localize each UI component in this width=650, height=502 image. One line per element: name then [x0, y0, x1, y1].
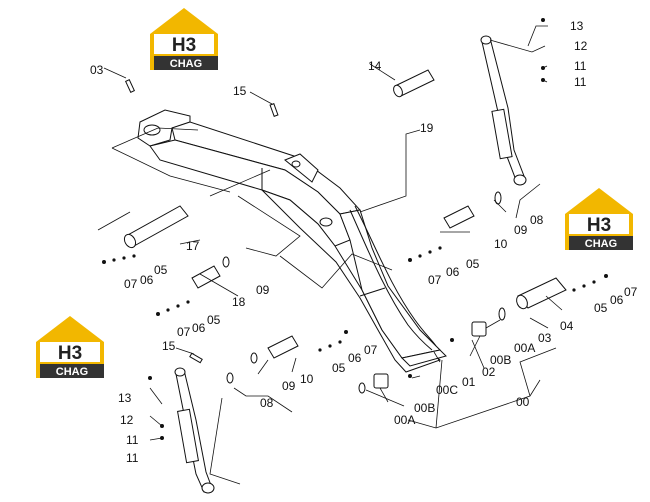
logo-right-name: CHAG [585, 238, 617, 250]
logo-right: H3 CHAG [565, 188, 633, 250]
label-19: 19 [420, 121, 434, 135]
label-05-left-a: 05 [154, 263, 168, 277]
label-15-bottom: 15 [162, 339, 176, 353]
logo-right-mark: H3 [587, 215, 611, 236]
label-08-bottom: 08 [260, 396, 274, 410]
label-00A-right: 00A [514, 341, 535, 355]
logo-left: H3 CHAG [36, 316, 104, 378]
label-05-bottom: 05 [332, 361, 346, 375]
label-00B-bottom: 00B [414, 401, 435, 415]
label-07-right: 07 [428, 273, 442, 287]
logo-top-mark: H3 [172, 35, 196, 56]
label-05-far-right: 05 [594, 301, 608, 315]
label-12-right: 12 [574, 39, 588, 53]
label-06-left-b: 06 [192, 321, 206, 335]
logo-top-name: CHAG [170, 58, 202, 70]
label-00: 00 [516, 395, 530, 409]
part-labels: 03 15 14 13 12 11 11 19 08 09 10 05 06 0… [90, 19, 638, 465]
logo-top: H3 CHAG [150, 8, 218, 70]
label-14: 14 [368, 59, 382, 73]
label-09-right: 09 [514, 223, 528, 237]
label-07-bottom: 07 [364, 343, 378, 357]
label-10-right: 10 [494, 237, 508, 251]
label-09-bottom: 09 [282, 379, 296, 393]
label-05-right: 05 [466, 257, 480, 271]
label-03-top: 03 [90, 63, 104, 77]
label-04: 04 [560, 319, 574, 333]
label-11-left-b: 11 [126, 451, 139, 465]
label-13-left: 13 [118, 391, 132, 405]
label-00A-bottom: 00A [394, 413, 415, 427]
label-06-right: 06 [446, 265, 460, 279]
label-00B-right: 00B [490, 353, 511, 367]
fastener-dots [102, 18, 608, 440]
label-00C: 00C [436, 383, 458, 397]
leader-lines [97, 25, 563, 485]
logo-left-mark: H3 [58, 343, 82, 364]
cylinder-right [480, 35, 527, 186]
label-06-bottom: 06 [348, 351, 362, 365]
label-08-right: 08 [530, 213, 544, 227]
label-13-right: 13 [570, 19, 584, 33]
label-07-left-b: 07 [177, 325, 191, 339]
label-03-bottom: 03 [538, 331, 552, 345]
label-18: 18 [232, 295, 246, 309]
label-17: 17 [186, 239, 200, 253]
label-05-left-b: 05 [207, 313, 221, 327]
label-02: 02 [482, 365, 496, 379]
label-10-bottom: 10 [300, 372, 314, 386]
label-11-right-b: 11 [574, 75, 587, 89]
label-15-top: 15 [233, 84, 247, 98]
cylinder-left [174, 367, 215, 494]
label-07-far-right: 07 [624, 285, 638, 299]
label-11-left-a: 11 [126, 433, 139, 447]
label-11-right-a: 11 [574, 59, 587, 73]
label-09-mid: 09 [256, 283, 270, 297]
label-06-left-a: 06 [140, 273, 154, 287]
label-07-left-a: 07 [124, 277, 138, 291]
pins-and-bushings [123, 69, 567, 394]
label-12-left: 12 [120, 413, 134, 427]
label-01: 01 [462, 375, 476, 389]
label-06-far-right: 06 [610, 293, 624, 307]
logo-left-name: CHAG [56, 366, 88, 378]
